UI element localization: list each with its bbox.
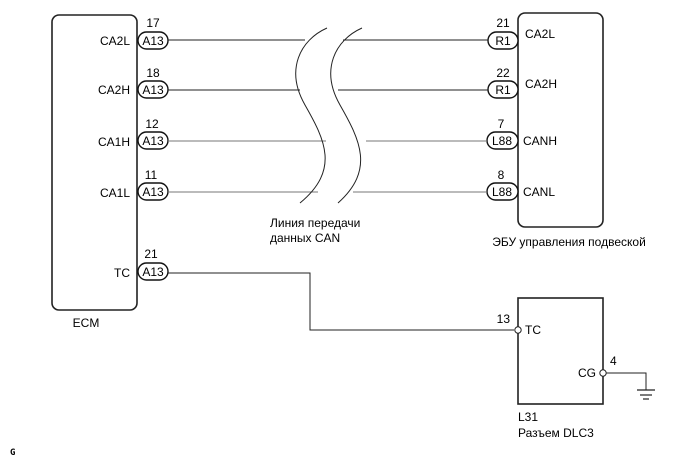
dlc3-label: Разъем DLC3	[518, 426, 594, 440]
ecm-pin-number: 17	[146, 16, 160, 30]
ecu-connector-ca2h: R1	[487, 80, 519, 99]
ecm-pin-ca1h-label: CA1H	[98, 135, 130, 149]
ecm-pin-tc-label: TC	[114, 266, 130, 280]
can-bus-label-line2: данных CAN	[270, 231, 340, 245]
connector-label: A13	[142, 134, 164, 148]
dlc3-pin-tc-number: 13	[497, 312, 511, 326]
dlc3-pin-cg-label: CG	[578, 366, 596, 380]
ecu-connector-canh: L88	[486, 131, 519, 150]
ecm-connector-tc: A13	[137, 262, 169, 281]
ecu-pin-canh-label: CANH	[523, 134, 557, 148]
ecm-connector-ca1l: A13	[137, 182, 169, 201]
ecu-connector-ca2l: R1	[487, 31, 519, 50]
ecu-pin-number: 7	[498, 117, 505, 131]
suspension-ecu-box	[517, 12, 604, 228]
connector-label: A13	[142, 265, 164, 279]
dlc3-pin-cg	[599, 369, 607, 377]
ecm-pin-ca1l-label: CA1L	[100, 186, 130, 200]
ecm-pin-number: 21	[144, 247, 158, 261]
corner-mark: G	[10, 448, 15, 458]
wire-break-curve-left	[295, 27, 328, 204]
ecu-pin-ca2h-label: CA2H	[525, 77, 557, 91]
ecm-box	[51, 14, 138, 311]
can-bus-label-line1: Линия передачи	[270, 216, 360, 230]
dlc3-pin-tc-label: TC	[525, 323, 541, 337]
ground-icon	[637, 389, 655, 400]
connector-label: L88	[492, 134, 512, 148]
ecm-pin-number: 12	[145, 117, 159, 131]
ecu-pin-number: 22	[496, 66, 510, 80]
ecm-pin-number: 18	[146, 66, 160, 80]
ecm-pin-ca2h-label: CA2H	[98, 83, 130, 97]
ecm-pin-ca2l-label: CA2L	[100, 34, 130, 48]
connector-label: A13	[142, 185, 164, 199]
ecu-pin-canl-label: CANL	[523, 185, 555, 199]
dlc3-pin-tc	[514, 326, 522, 334]
connector-label: R1	[495, 83, 511, 97]
dlc3-box	[517, 297, 604, 405]
connector-label: L88	[492, 185, 512, 199]
suspension-ecu-label: ЭБУ управления подвеской	[492, 235, 646, 249]
ecm-connector-ca2h: A13	[137, 80, 169, 99]
dlc3-pin-cg-number: 4	[610, 354, 617, 368]
ecm-label: ECM	[73, 316, 100, 330]
wire-tc	[168, 272, 514, 331]
ecu-pin-number: 21	[496, 16, 510, 30]
wire-break-curve-right	[330, 27, 363, 204]
ecu-pin-ca2l-label: CA2L	[525, 27, 555, 41]
ecu-connector-canl: L88	[486, 182, 519, 201]
ecu-pin-number: 8	[498, 168, 505, 182]
connector-label: A13	[142, 83, 164, 97]
ecm-connector-ca1h: A13	[137, 131, 169, 150]
dlc3-code: L31	[518, 410, 538, 424]
ecm-pin-number: 11	[145, 168, 158, 182]
connector-label: A13	[142, 34, 164, 48]
connector-label: R1	[495, 34, 511, 48]
ecm-connector-ca2l: A13	[137, 31, 169, 50]
wire-ground	[606, 372, 647, 390]
